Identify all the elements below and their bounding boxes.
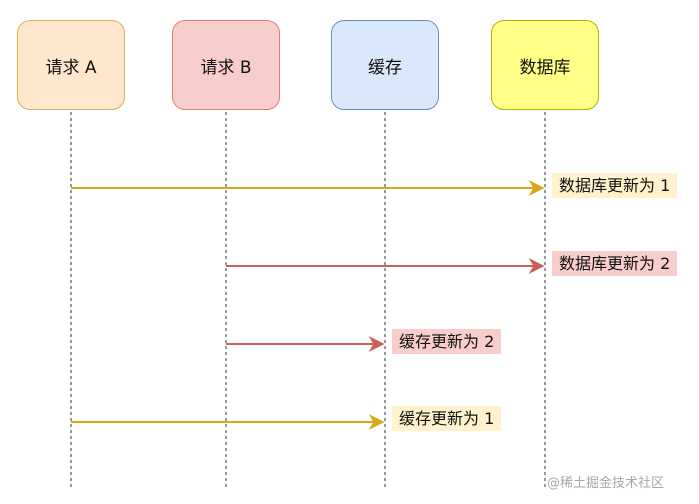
message-label-cache-update-1: 缓存更新为 1	[392, 406, 502, 431]
participant-database: 数据库	[491, 20, 599, 110]
participant-cache: 缓存	[331, 20, 439, 110]
participant-cache-label: 缓存	[368, 57, 402, 78]
participant-request-a-label: 请求 A	[45, 57, 97, 78]
participant-request-a: 请求 A	[17, 20, 125, 110]
participant-request-b: 请求 B	[172, 20, 280, 110]
participant-database-label: 数据库	[519, 57, 571, 78]
watermark: @稀土掘金技术社区	[547, 476, 665, 491]
message-label-database-update-2: 数据库更新为 2	[552, 251, 678, 276]
participant-request-b-label: 请求 B	[200, 57, 252, 78]
message-label-cache-update-2: 缓存更新为 2	[392, 329, 502, 354]
message-label-database-update-1: 数据库更新为 1	[552, 173, 678, 198]
